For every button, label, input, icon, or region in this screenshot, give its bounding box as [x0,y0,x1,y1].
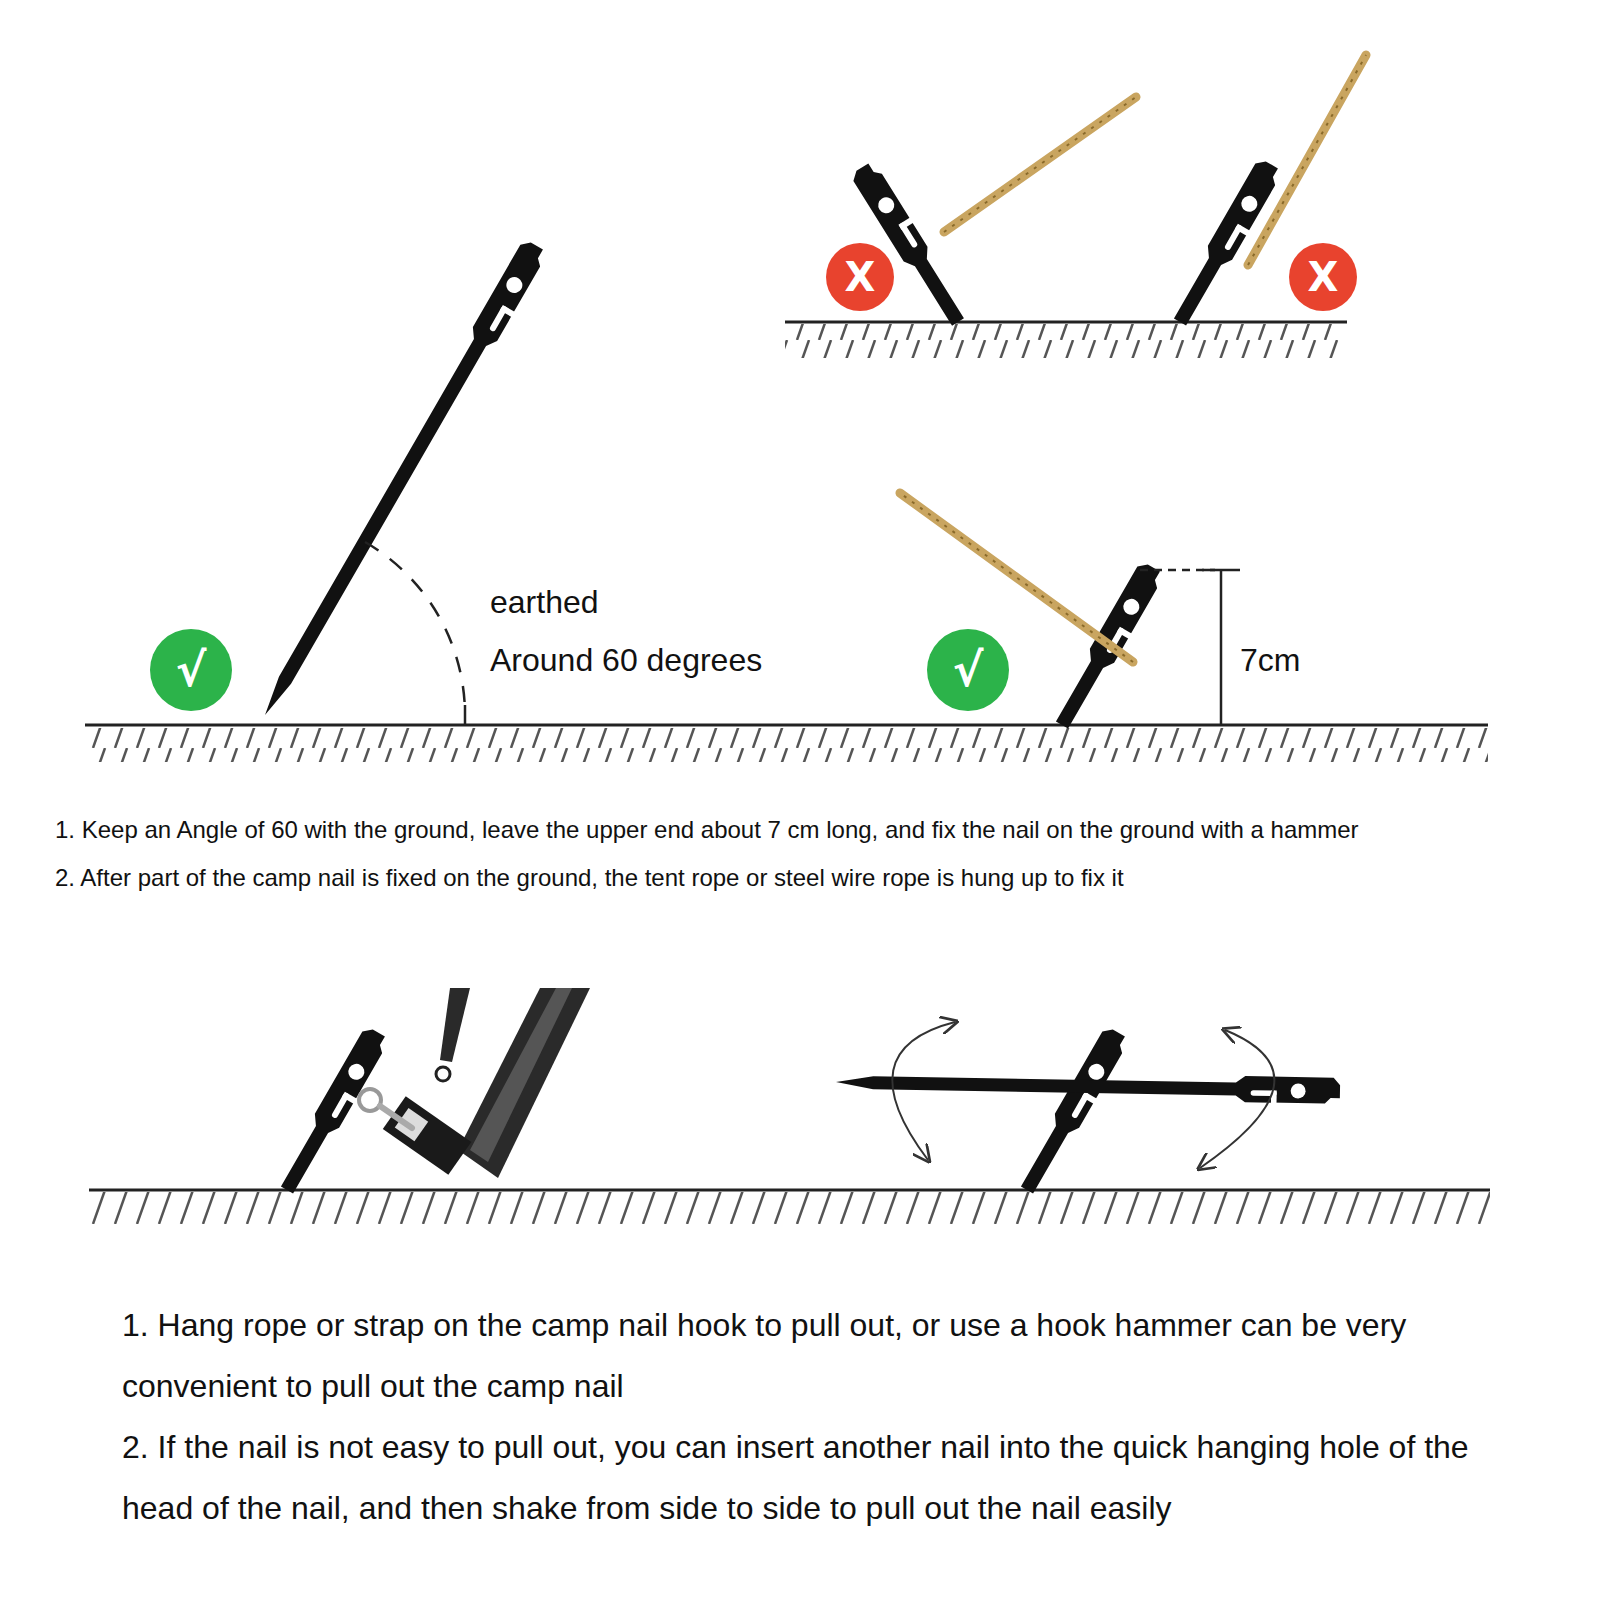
instruction-text: 2. If the nail is not easy to pull out, … [122,1417,1502,1539]
status-badge: √ [150,629,232,711]
instruction-text: 2. After part of the camp nail is fixed … [55,863,1590,893]
annotation: earthed [490,582,790,622]
camp-nail [1015,1025,1133,1198]
annotation: 7cm [1240,640,1390,680]
status-badge: √ [927,629,1009,711]
strap [383,988,590,1178]
ground [85,322,1490,1224]
status-badge: X [826,243,894,311]
clip [359,1089,412,1128]
badge-symbol: √ [176,647,207,693]
status-badge: X [1289,243,1357,311]
instruction-text: 1. Keep an Angle of 60 with the ground, … [55,815,1590,845]
angle-arc [365,542,465,715]
camp-nail [1168,157,1286,330]
rope [900,493,1133,662]
rope [1248,55,1366,265]
instruction-text: 1. Hang rope or strap on the camp nail h… [122,1295,1462,1417]
badge-symbol: X [1308,257,1339,297]
angle-tick [464,705,467,725]
camp-nail [275,1025,393,1198]
dimension [1140,570,1240,724]
badge-symbol: X [845,257,876,297]
badge-symbol: √ [953,647,984,693]
shake-arrow [892,1022,1274,1168]
rope [944,97,1136,232]
annotation: Around 60 degrees [490,640,910,680]
camp-nail [836,1069,1340,1107]
